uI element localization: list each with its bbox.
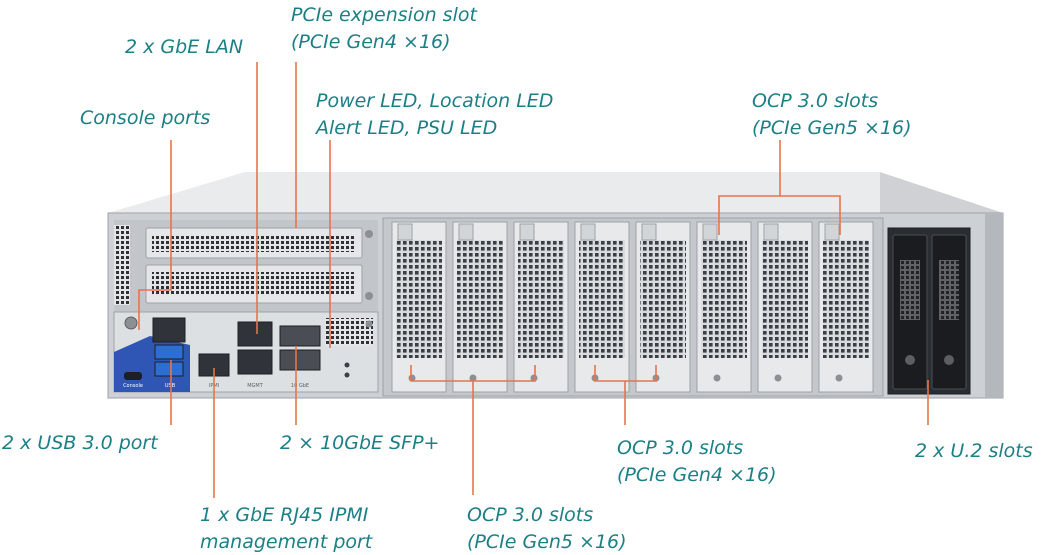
thumbscrew xyxy=(124,316,138,330)
console-port[interactable] xyxy=(124,372,142,380)
ocp-slot-vent-6 xyxy=(701,240,747,358)
ocp-slot-tab-8 xyxy=(824,223,840,241)
label-console: Console ports xyxy=(80,107,210,129)
u2-latch-2 xyxy=(944,355,954,365)
ocp-slot-tab-1 xyxy=(397,223,413,241)
io-vent xyxy=(325,318,373,346)
ocp-slot-vent-4 xyxy=(579,240,625,358)
label-ocp-top-2: (PCIe Gen5 ×16) xyxy=(752,117,912,139)
label-leds-1: Power LED, Location LED xyxy=(316,90,553,112)
ocp-slot-tab-7 xyxy=(763,223,779,241)
label-ocp-bot-2: (PCIe Gen5 ×16) xyxy=(467,531,627,553)
chassis-right-edge xyxy=(985,213,1003,398)
u2-vent-2 xyxy=(939,260,959,320)
callout-labels: PCIe expension slot (PCIe Gen4 ×16) 2 x … xyxy=(2,4,1033,553)
leader-ocp-top xyxy=(718,140,841,235)
label-leds-2: Alert LED, PSU LED xyxy=(314,117,497,139)
label-u2: 2 x U.2 slots xyxy=(915,440,1033,462)
ocp-slot-vent-3 xyxy=(518,240,564,358)
sfp-port-1[interactable] xyxy=(279,325,321,347)
label-ipmi-1: 1 x GbE RJ45 IPMI xyxy=(200,504,369,526)
usb-port-1[interactable] xyxy=(154,344,184,360)
u2-vent-1 xyxy=(900,260,920,320)
pcie-area xyxy=(114,220,378,312)
ocp-slot-vent-8 xyxy=(823,240,869,358)
leader-console xyxy=(138,140,172,330)
label-gbe-lan: 2 x GbE LAN xyxy=(125,36,243,58)
ocp-slot-screw-6 xyxy=(713,374,721,382)
sfp-port-2[interactable] xyxy=(279,349,321,371)
ocp-slot-tab-2 xyxy=(458,223,474,241)
usb-port-2[interactable] xyxy=(154,361,184,377)
ocp-slot-tab-6 xyxy=(702,223,718,241)
leader-ocp-bot xyxy=(410,365,536,495)
leader-ocp-mid xyxy=(594,365,657,425)
pcie-side-vent xyxy=(114,225,130,305)
panel-label-console: Console xyxy=(123,383,143,389)
label-ocp-top-1: OCP 3.0 slots xyxy=(752,90,878,112)
ocp-slot-screw-8 xyxy=(835,374,843,382)
location-led xyxy=(344,372,350,378)
gbe-lan-port-2[interactable] xyxy=(237,349,273,375)
console-rj45-port[interactable] xyxy=(152,317,186,343)
pcie-slot-1-vent xyxy=(152,234,356,252)
label-ocp-mid-1: OCP 3.0 slots xyxy=(617,437,743,459)
panel-label-sfp: 10 GbE xyxy=(291,383,309,389)
power-led xyxy=(344,362,350,368)
ocp-slot-vent-5 xyxy=(640,240,686,358)
pcie-slot-2-vent xyxy=(152,272,356,294)
label-ocp-mid-2: (PCIe Gen4 ×16) xyxy=(617,464,777,486)
panel-label-mgmt: MGMT xyxy=(247,383,264,389)
ocp-slot-tab-3 xyxy=(519,223,535,241)
gbe-lan-port-1[interactable] xyxy=(237,321,273,347)
label-sfp: 2 × 10GbE SFP+ xyxy=(280,432,439,454)
u2-bays xyxy=(887,227,971,395)
u2-latch-1 xyxy=(905,355,915,365)
label-ipmi-2: management port xyxy=(200,531,374,553)
ocp-slot-vent-2 xyxy=(457,240,503,358)
screw xyxy=(365,292,373,300)
screw xyxy=(365,230,373,238)
screw xyxy=(365,320,373,328)
ocp-slot-tab-5 xyxy=(641,223,657,241)
ocp-slot-array xyxy=(382,217,884,397)
ocp-slot-vent-7 xyxy=(762,240,808,358)
ocp-slot-screw-7 xyxy=(774,374,782,382)
ocp-slot-tab-4 xyxy=(580,223,596,241)
label-usb: 2 x USB 3.0 port xyxy=(2,432,159,454)
ocp-slot-screw-2 xyxy=(469,374,477,382)
label-ocp-bot-1: OCP 3.0 slots xyxy=(467,504,593,526)
io-panel: Console USB IPMI MGMT 10 GbE xyxy=(113,311,379,393)
ocp-slot-vent-1 xyxy=(396,240,442,358)
label-pcie-slot-gen: (PCIe Gen4 ×16) xyxy=(291,31,451,53)
leader-lines xyxy=(138,62,929,498)
chassis-top xyxy=(108,172,1003,213)
label-pcie-slot: PCIe expension slot xyxy=(291,4,478,26)
